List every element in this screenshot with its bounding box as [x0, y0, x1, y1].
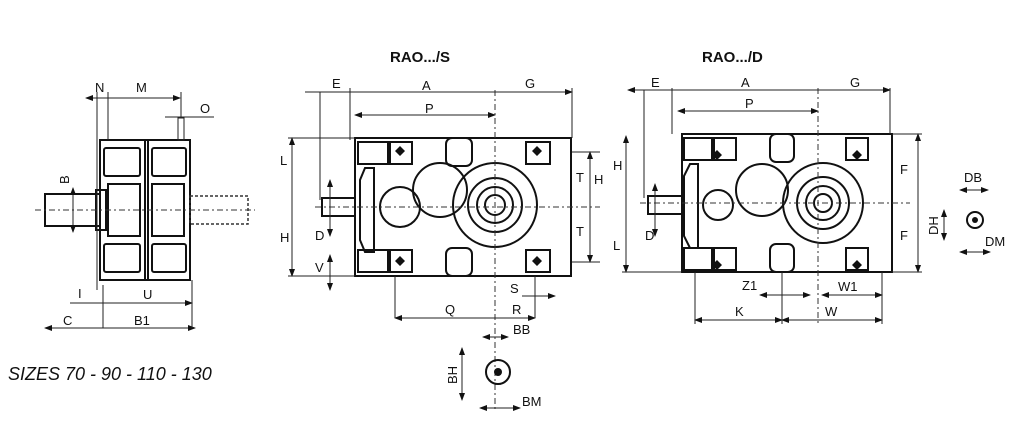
s-dim-V: V — [315, 260, 324, 275]
s-dim-T2: T — [576, 224, 584, 239]
s-dim-BB: BB — [513, 322, 530, 337]
s-output-shaft-section — [485, 359, 511, 385]
d-dim-DB: DB — [964, 170, 982, 185]
d-dim-F1: F — [900, 162, 908, 177]
d-dim-P: P — [745, 96, 754, 111]
d-dim-Z1: Z1 — [742, 278, 757, 293]
d-dim-K: K — [735, 304, 744, 319]
side-view: N M O B I U C B1 — [35, 80, 255, 331]
dim-U: U — [143, 287, 152, 302]
s-input-shaft — [321, 197, 356, 217]
dim-O: O — [200, 101, 210, 116]
d-output-shaft-section — [966, 211, 984, 229]
view-d-title: RAO.../D — [702, 49, 763, 66]
sizes-caption: SIZES 70 - 90 - 110 - 130 — [8, 364, 212, 384]
d-dim-DH: DH — [926, 216, 941, 235]
s-dim-G: G — [525, 76, 535, 91]
s-dim-P: P — [425, 101, 434, 116]
d-dim-L: L — [613, 238, 620, 253]
s-dim-T1: T — [576, 170, 584, 185]
d-dim-W: W — [825, 304, 838, 319]
dim-B: B — [57, 175, 72, 184]
d-dim-DM: DM — [985, 234, 1005, 249]
s-dim-Q: Q — [445, 302, 455, 317]
d-dim-F2: F — [900, 228, 908, 243]
dim-C: C — [63, 313, 72, 328]
s-dim-D: D — [315, 228, 324, 243]
s-dim-E: E — [332, 76, 341, 91]
dim-N: N — [95, 80, 104, 95]
d-input-shaft — [647, 195, 683, 215]
d-dim-D: D — [645, 228, 654, 243]
view-rao-d: RAO.../D — [613, 49, 1005, 325]
d-dim-H: H — [613, 158, 622, 173]
d-dim-W1: W1 — [838, 279, 858, 294]
view-rao-s: RAO.../S — [280, 49, 603, 411]
s-dim-BM: BM — [522, 394, 542, 409]
d-dim-E: E — [651, 75, 660, 90]
s-dim-A: A — [422, 78, 431, 93]
dim-M: M — [136, 80, 147, 95]
d-dim-A: A — [741, 75, 750, 90]
s-dim-R: R — [512, 302, 521, 317]
s-dim-H: H — [280, 230, 289, 245]
s-dim-BH: BH — [445, 366, 460, 384]
dim-I: I — [78, 286, 82, 301]
dim-B1: B1 — [134, 313, 150, 328]
d-dim-G: G — [850, 75, 860, 90]
s-dim-L: L — [280, 153, 287, 168]
view-s-title: RAO.../S — [390, 49, 450, 66]
s-dim-H2: H — [594, 172, 603, 187]
s-dim-S: S — [510, 281, 519, 296]
